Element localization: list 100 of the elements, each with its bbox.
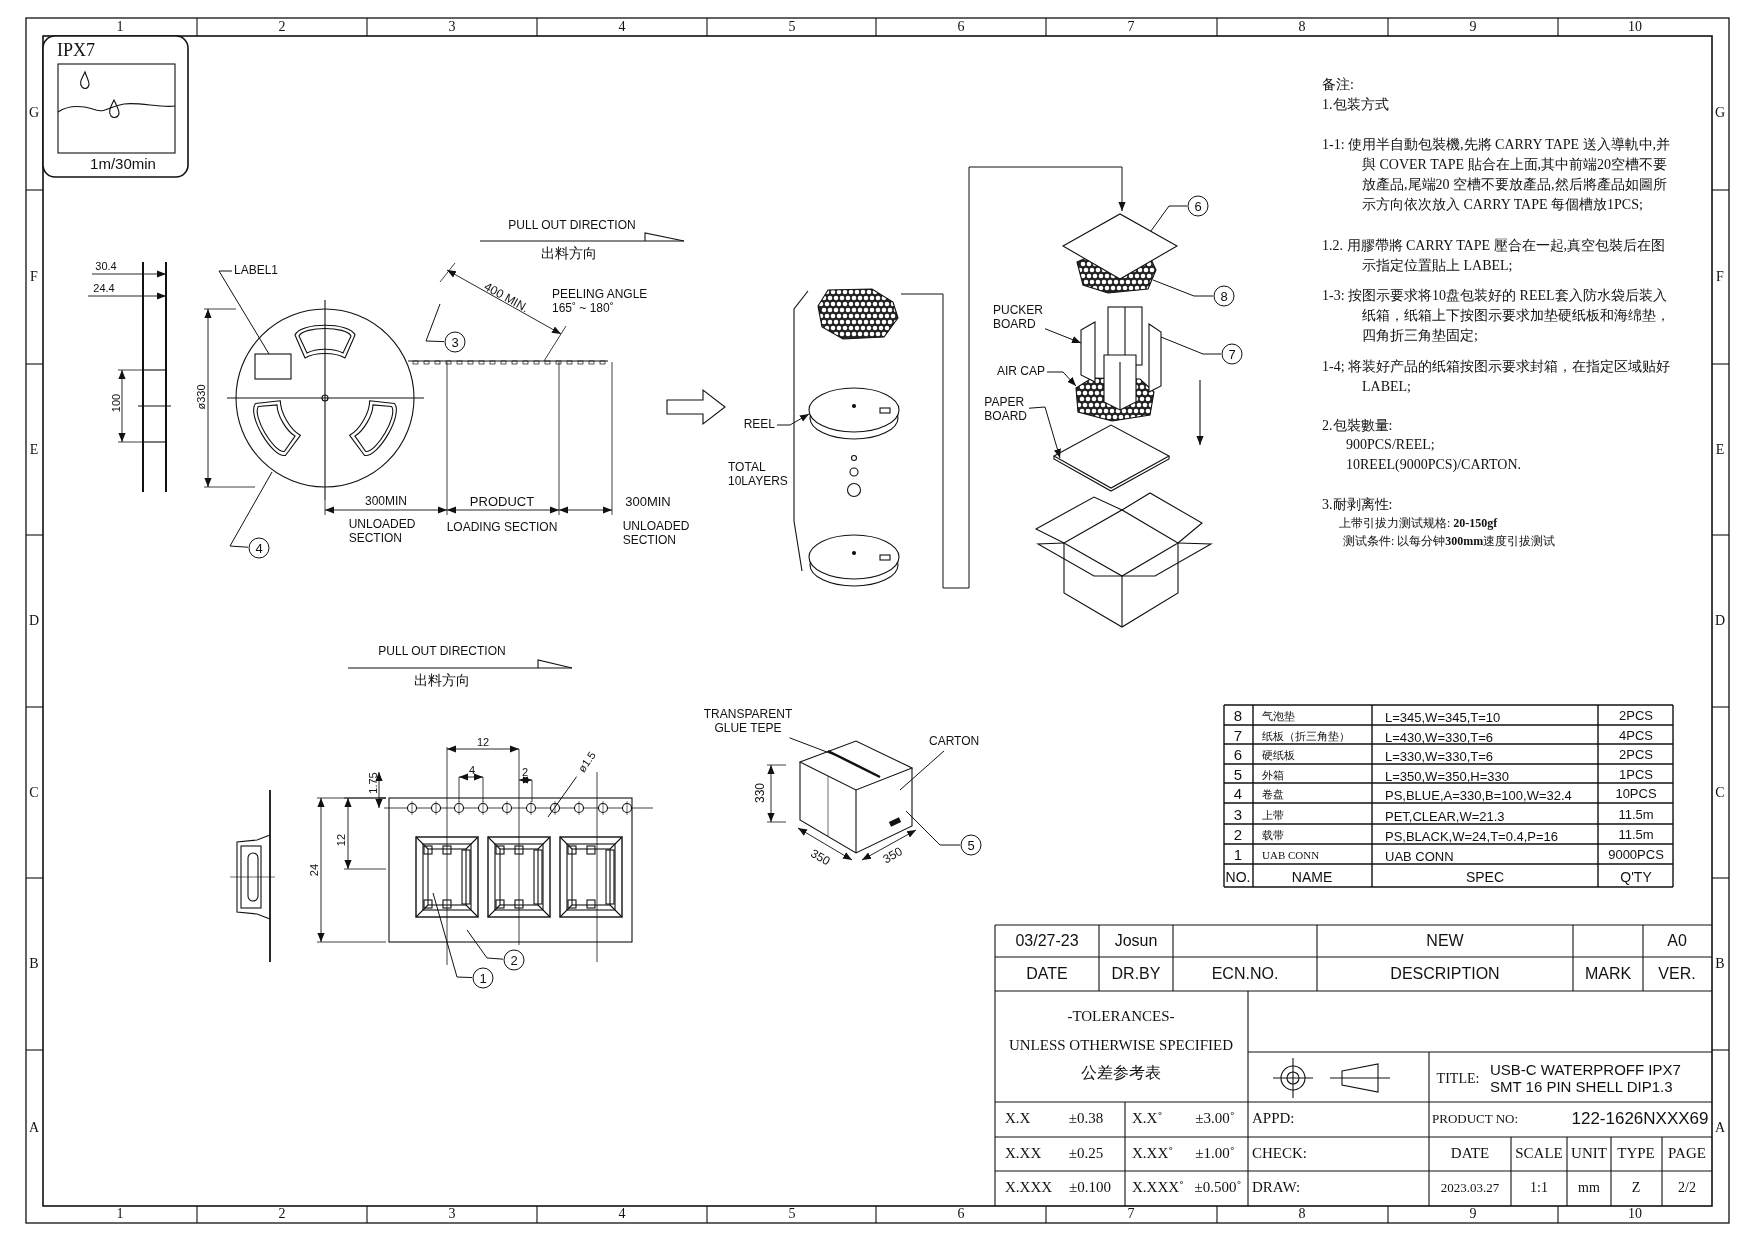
dimension-text: 12	[334, 833, 348, 847]
grid-reference: 2	[278, 18, 286, 36]
table-cell: 11.5m	[1618, 827, 1654, 843]
title-block-text: ECN.NO.	[1211, 964, 1279, 984]
dimension-text: 300MIN	[365, 495, 407, 509]
title-block-text: 122-1626NXXX69	[1571, 1109, 1709, 1129]
table-cell: 8	[1233, 707, 1243, 725]
paper-board-drawing	[1052, 424, 1171, 492]
note-text: TOTAL 10LAYERS	[728, 461, 788, 489]
grid-reference: A	[1714, 1119, 1726, 1137]
note-text: 1-4; 将装好产品的纸箱按图示要求封箱，在指定区域贴好 LABEL;	[1322, 358, 1672, 396]
dimension-text: 24	[307, 863, 321, 877]
table-cell: 1PCS	[1619, 767, 1653, 782]
callout-number: 8	[1213, 285, 1235, 307]
dimension-text: 350	[807, 847, 833, 869]
leader-line	[905, 810, 961, 846]
table-cell: 1	[1233, 846, 1243, 864]
callout-number: 6	[1187, 195, 1209, 217]
tape-top-view-drawing	[383, 797, 654, 943]
dimension-text: 12	[476, 735, 490, 749]
title-block-text: mm	[1578, 1179, 1600, 1197]
table-cell: 硬纸板	[1262, 748, 1295, 762]
table-cell: 卷盘	[1262, 787, 1284, 801]
grid-reference: D	[28, 612, 40, 630]
table-cell: L=330,W=330,T=6	[1385, 749, 1494, 765]
pucker-board-drawing	[1080, 321, 1096, 383]
title-block-text: 03/27-23	[1015, 931, 1079, 951]
leader-line	[218, 270, 270, 355]
part-label: AIR CAP	[997, 365, 1045, 379]
note-text: 测试条件: 以每分钟300mm速度引拔测试	[1343, 535, 1556, 549]
grid-reference: 8	[1298, 1205, 1306, 1223]
grid-reference: 1	[116, 18, 124, 36]
title-block-text: CHECK:	[1252, 1145, 1307, 1163]
leader-line	[789, 737, 841, 758]
table-cell: PS,BLUE,A=330,B=100,W=32.4	[1385, 788, 1572, 804]
note-heading: 1.包装方式	[1322, 96, 1389, 114]
note-text: PEELING ANGLE 165˚ ~ 180˚	[552, 288, 649, 316]
title-block-text: 1:1	[1530, 1179, 1548, 1197]
leader-line	[1028, 406, 1061, 459]
leader-line	[1046, 371, 1077, 387]
title-block-text: Z	[1631, 1179, 1641, 1197]
title-block-text: Josun	[1114, 931, 1158, 951]
note-heading: 备注:	[1322, 76, 1354, 94]
table-cell: 4PCS	[1619, 728, 1653, 743]
table-cell: UAB CONN	[1385, 849, 1454, 865]
callout-number: 5	[960, 834, 982, 856]
direction-label: 出料方向	[414, 672, 470, 690]
note-text: 1-3: 按图示要求将10盘包装好的 REEL套入防水袋后装入纸箱，纸箱上下按图示要求加垫硬纸板和海绵垫，四角折三角垫固定;	[1322, 287, 1671, 345]
title-block-text: UNLESS OTHERWISE SPECIFIED	[1008, 1037, 1234, 1055]
note-text: 1-1: 使用半自動包裝機,先將 CARRY TAPE 送入導軌中,并與 COVER TAPE 貼合在上面,其中前端20空槽不要放產品,尾端20 空槽不要放產品,然后將產品如圖所示方向依次放入 CARRY TAPE 每個槽放1PCS;	[1322, 136, 1672, 214]
part-label: REEL	[743, 418, 775, 432]
grid-reference: 8	[1298, 18, 1306, 36]
direction-label: PULL OUT DIRECTION	[378, 645, 506, 659]
rating-label: IPX7	[57, 39, 95, 61]
grid-reference: 5	[788, 1205, 796, 1223]
table-cell: 5	[1233, 765, 1243, 784]
note-text: 900PCS/REEL;	[1346, 436, 1435, 454]
note-heading: 2.包裝數量:	[1322, 417, 1393, 435]
grid-reference: 10	[1628, 1205, 1642, 1223]
leader-line	[547, 776, 578, 818]
section-label: LOADING SECTION	[446, 521, 558, 535]
table-cell: PET,CLEAR,W=21.3	[1385, 809, 1505, 824]
title-block-text: DR.BY	[1111, 964, 1161, 984]
table-header: NO.	[1225, 868, 1251, 885]
leader-line	[776, 413, 810, 426]
grid-reference: 7	[1127, 18, 1135, 36]
grid-reference: C	[29, 784, 39, 802]
table-cell: 7	[1233, 726, 1243, 745]
grid-reference: D	[1714, 612, 1726, 630]
grid-reference: 6	[957, 1205, 965, 1223]
table-cell: 上带	[1262, 808, 1284, 821]
direction-label: 出料方向	[541, 245, 597, 263]
part-label: CARTON	[929, 735, 980, 749]
title-block-text: SCALE	[1515, 1145, 1563, 1163]
dimension-text: 4	[468, 763, 476, 777]
section-label: UNLOADED SECTION	[348, 518, 416, 546]
callout-number: 3	[444, 331, 466, 353]
grid-reference: A	[28, 1119, 40, 1137]
leader-line	[1044, 328, 1082, 344]
part-label: LABEL1	[234, 264, 279, 278]
title-block-text: ±0.500˚	[1194, 1179, 1242, 1197]
table-cell: 10PCS	[1615, 786, 1657, 802]
dimension-text: PRODUCT	[469, 494, 535, 510]
grid-reference: F	[1716, 268, 1724, 286]
table-header: Q'TY	[1620, 868, 1652, 885]
grid-reference: E	[29, 441, 39, 459]
grid-reference: 3	[448, 18, 456, 36]
pucker-board-drawing	[1148, 322, 1162, 393]
title-block-text: VER.	[1658, 964, 1696, 984]
grid-reference: 9	[1469, 1205, 1477, 1223]
title-block-text: DESCRIPTION	[1390, 964, 1500, 984]
dimension-text: 330	[754, 783, 768, 803]
table-cell: 外箱	[1262, 768, 1284, 781]
title-block-text: 公差参考表	[1081, 1063, 1161, 1083]
callout-number: 4	[248, 537, 270, 559]
part-label: PUCKER BOARD	[993, 304, 1043, 332]
title-block-text: TYPE	[1617, 1145, 1655, 1163]
leader-line	[899, 750, 945, 791]
title-block-text: 2023.03.27	[1440, 1180, 1500, 1196]
table-cell: 6	[1233, 746, 1243, 764]
